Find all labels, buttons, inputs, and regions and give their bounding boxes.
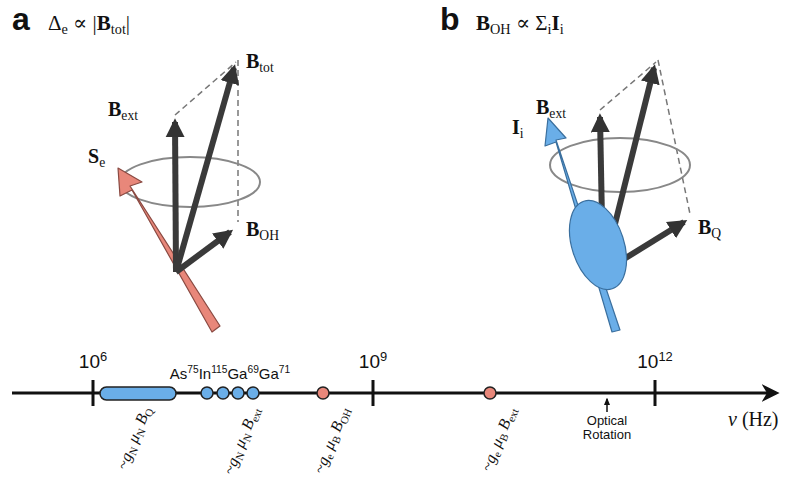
text-part: |: [126, 11, 130, 35]
frequency-label: ~gN μN BQ: [113, 404, 156, 473]
text-part: tot: [111, 21, 126, 37]
text-part: 10: [637, 351, 658, 372]
frequency-axis: [12, 380, 776, 412]
text-part: 9: [380, 349, 387, 364]
panel-a-vectors: [118, 60, 260, 332]
text-part: Δ: [48, 11, 62, 35]
panel-letter: a: [12, 2, 30, 37]
text-part: Optical Rotation: [583, 413, 631, 442]
text-part: 71: [279, 364, 290, 375]
text-part: ∝ Σ: [511, 11, 548, 35]
text-part: B: [246, 218, 259, 240]
text-part: I: [552, 11, 560, 35]
tick-label: 1012: [637, 350, 673, 373]
text-part: B: [536, 96, 549, 118]
text-part: 115: [211, 364, 227, 375]
vector-label: Btot: [246, 50, 274, 76]
text-part: a: [12, 1, 30, 37]
text-part: b: [440, 1, 460, 37]
text-part: (Hz): [737, 408, 779, 430]
text-part: B: [698, 216, 711, 238]
text-part: B: [108, 98, 121, 120]
note: Optical Rotation: [576, 414, 638, 443]
text-part: B: [97, 11, 111, 35]
tick-label: 106: [79, 350, 107, 373]
text-part: 6: [100, 349, 107, 364]
text-part: B: [246, 50, 259, 72]
tick-label: 109: [359, 350, 387, 373]
text-part: 10: [79, 351, 100, 372]
text-part: tot: [259, 60, 273, 75]
panel-b-vectors: [545, 60, 690, 332]
vector-label: BOH: [246, 218, 279, 244]
text-part: In: [199, 365, 212, 382]
text-part: 10: [359, 351, 380, 372]
text-part: ext: [121, 108, 138, 123]
text-part: S: [88, 145, 99, 167]
frequency-label: ~ge μB BOH: [310, 404, 355, 477]
frequency-label: ~ge μB Bext: [478, 404, 522, 474]
text-part: I: [512, 116, 520, 138]
vector-label: Bext: [536, 96, 566, 122]
formula: Δe ∝ |Btot|: [48, 12, 130, 38]
text-part: Q: [711, 226, 721, 241]
vector-label: BQ: [698, 216, 721, 242]
axis-label: ν (Hz): [728, 408, 779, 430]
text-part: ext: [549, 106, 566, 121]
text-part: Ga: [259, 365, 279, 382]
text-part: OH: [259, 228, 279, 243]
text-part: e: [62, 21, 68, 37]
text-part: i: [560, 21, 564, 37]
isotope-labels: As75In115Ga69Ga71: [170, 364, 290, 382]
text-part: i: [548, 21, 552, 37]
panel-letter: b: [440, 2, 460, 37]
spin-label: Se: [88, 145, 105, 171]
spin-label: Ii: [512, 116, 524, 142]
vector-label: Bext: [108, 98, 138, 124]
text-part: 12: [658, 349, 672, 364]
text-part: e: [99, 155, 105, 170]
text-part: As: [170, 365, 188, 382]
text-part: OH: [490, 21, 511, 37]
formula: BOH ∝ ΣiIi: [476, 12, 564, 38]
text-part: ∝ |: [68, 11, 97, 35]
text-part: 75: [187, 364, 198, 375]
frequency-label: ~gN μN Bext: [219, 404, 265, 478]
text-part: 69: [247, 364, 258, 375]
text-part: Ga: [227, 365, 247, 382]
text-part: B: [476, 11, 490, 35]
text-part: i: [520, 126, 524, 141]
text-part: ν: [728, 408, 737, 430]
